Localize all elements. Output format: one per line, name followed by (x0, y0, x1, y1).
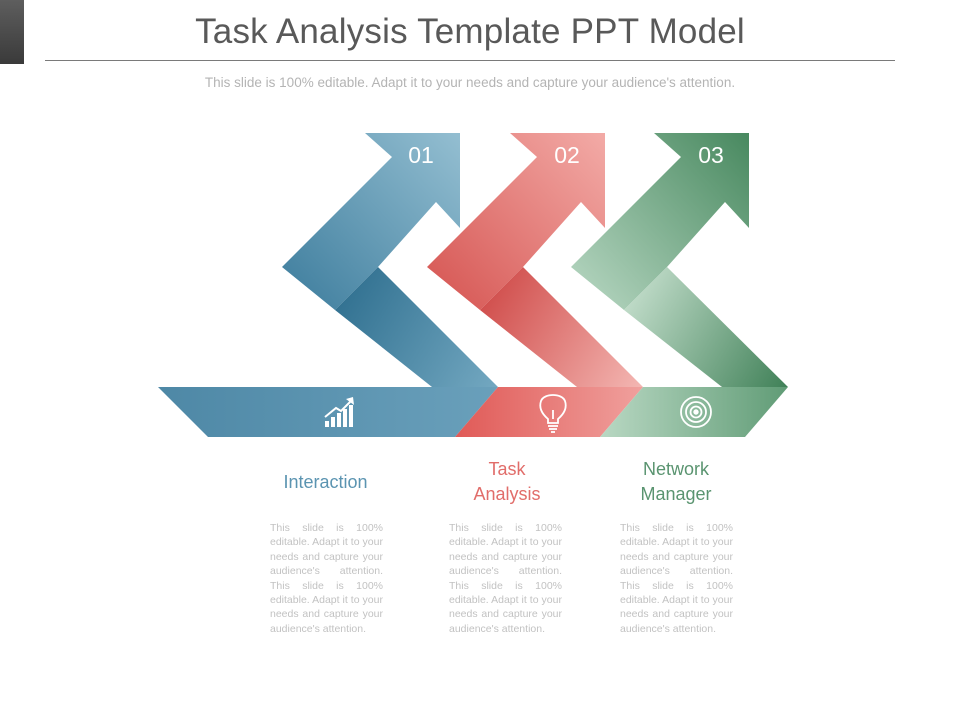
step-2-description: This slide is 100% editable. Adapt it to… (449, 522, 562, 635)
slide-subtitle: This slide is 100% editable. Adapt it to… (204, 75, 736, 90)
step-3-descending-band (624, 267, 788, 387)
step-1-descending-band (335, 267, 498, 387)
step-2-descending-band (480, 267, 643, 387)
step-3-description: This slide is 100% editable. Adapt it to… (620, 522, 733, 635)
step-3-number: 03 (698, 142, 724, 168)
target-icon (680, 396, 712, 428)
step-1-upward-arrow (282, 133, 460, 310)
slide-title: Task Analysis Template PPT Model (195, 12, 745, 51)
corner-accent (0, 0, 24, 64)
lightbulb-icon (539, 394, 567, 433)
title-divider (45, 60, 895, 61)
step-1-title: Interaction (283, 472, 368, 492)
step-3-upward-arrow (571, 133, 749, 310)
step-1-description: This slide is 100% editable. Adapt it to… (270, 522, 383, 635)
step-1-arrow (158, 133, 498, 437)
step-3-title: Network Manager (640, 459, 712, 504)
growth-chart-icon (324, 397, 354, 427)
step-2-upward-arrow (427, 133, 605, 310)
step-1-base-band (158, 387, 498, 437)
step-2-arrow (427, 133, 643, 437)
step-2-title: Task Analysis (473, 459, 541, 504)
step-2-base-band (455, 387, 643, 437)
step-1-number: 01 (408, 142, 434, 168)
step-2-number: 02 (554, 142, 580, 168)
